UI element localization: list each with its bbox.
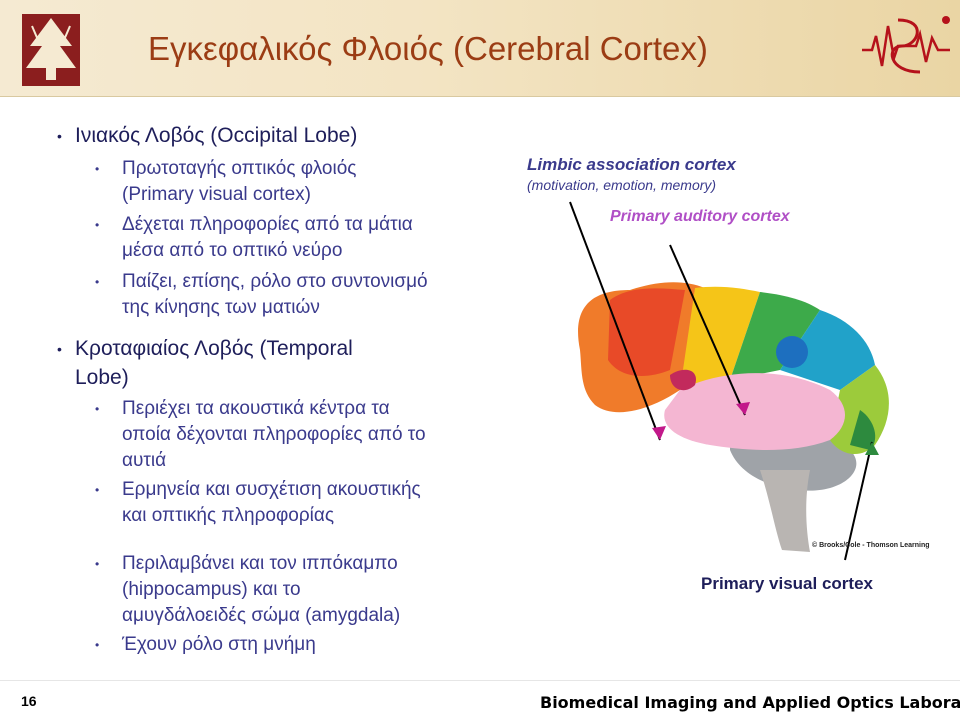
pointer-arrowhead — [736, 402, 750, 415]
section-heading-temporal-cont: Lobe) — [75, 366, 129, 389]
bullet-icon: • — [95, 162, 100, 176]
header-divider — [0, 96, 960, 97]
bullet-icon: • — [95, 638, 100, 652]
page-number: 16 — [21, 693, 37, 709]
brain-illustration — [569, 201, 889, 561]
list-item: Περιέχει τα ακουστικά κέντρα τα — [122, 398, 390, 419]
list-item: (Primary visual cortex) — [122, 184, 311, 205]
list-item: Πρωτοταγής οπτικός φλοιός — [122, 158, 357, 179]
limbic-cortex-label: Limbic association cortex — [527, 155, 736, 174]
visual-cortex-area — [850, 410, 876, 450]
limbic-cortex-sublabel: (motivation, emotion, memory) — [527, 177, 717, 193]
bullet-icon: • — [57, 341, 62, 357]
list-item: αμυγδάλοειδές σώμα (amygdala) — [122, 605, 401, 626]
slide-title: Εγκεφαλικός Φλοιός (Cerebral Cortex) — [148, 30, 708, 67]
auditory-cortex-label: Primary auditory cortex — [610, 208, 790, 225]
university-logo-icon — [22, 14, 80, 86]
bullet-icon: • — [95, 483, 100, 497]
list-item: Δέχεται πληροφορίες από τα μάτια — [122, 214, 413, 235]
parietal-lobe — [780, 310, 875, 390]
pointer-line-visual — [844, 441, 873, 561]
visual-cortex-label: Primary visual cortex — [701, 574, 873, 593]
list-item: Περιλαμβάνει και τον ιππόκαμπο — [122, 553, 398, 574]
lab-name: Biomedical Imaging and Applied Optics La… — [540, 693, 960, 712]
bullet-icon: • — [95, 402, 100, 416]
list-item: Ερμηνεία και συσχέτιση ακουστικής — [122, 479, 421, 500]
list-item: αυτιά — [122, 450, 167, 471]
pointer-arrowhead — [652, 426, 666, 440]
auditory-spot — [776, 336, 808, 368]
list-item: Παίζει, επίσης, ρόλο στο συντονισμό — [122, 271, 428, 292]
list-item: (hippocampus) και το — [122, 579, 301, 600]
list-item: της κίνησης των ματιών — [122, 297, 320, 318]
bullet-icon: • — [57, 128, 62, 144]
section-heading-occipital: Ινιακός Λοβός (Occipital Lobe) — [75, 124, 358, 147]
bullet-icon: • — [95, 275, 100, 289]
lab-logo-icon — [862, 16, 950, 74]
list-item: και οπτικής πληροφορίας — [122, 505, 334, 526]
pointer-line-limbic — [569, 201, 661, 441]
somatosensory-cortex — [730, 292, 820, 380]
section-heading-temporal: Κροταφιαίος Λοβός (Temporal — [75, 337, 353, 360]
list-item: Έχουν ρόλο στη μνήμη — [122, 634, 316, 655]
bullet-icon: • — [95, 557, 100, 571]
temporal-lobe — [664, 373, 845, 450]
list-item: οποία δέχονται πληροφορίες από το — [122, 424, 426, 445]
pointer-line-auditory — [669, 244, 746, 416]
brain-stem — [760, 470, 810, 552]
list-item: μέσα από το οπτικό νεύρο — [122, 240, 343, 261]
bullet-icon: • — [95, 218, 100, 232]
auditory-red-spot — [670, 369, 696, 391]
footer-divider — [0, 680, 960, 681]
figure-credit: © Brooks/Cole - Thomson Learning — [812, 542, 930, 549]
pointer-arrowhead — [865, 442, 879, 455]
slide-header — [0, 0, 960, 96]
